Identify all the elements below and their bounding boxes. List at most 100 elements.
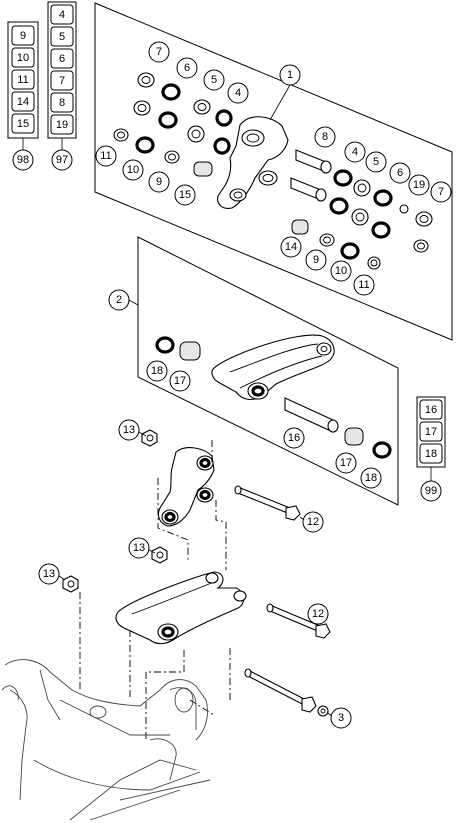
svg-text:12: 12 <box>312 608 324 620</box>
callout-5-right: 5 <box>365 151 387 173</box>
kit-97-item-5: 8 <box>59 97 65 109</box>
svg-text:12: 12 <box>307 516 319 528</box>
callout-15: 15 <box>174 184 196 206</box>
link-rod-part-2 <box>211 334 335 401</box>
svg-text:18: 18 <box>151 365 163 377</box>
bearing-stack-right <box>290 149 433 270</box>
svg-text:2: 2 <box>116 294 122 306</box>
callout-13-upper: 13 <box>118 419 140 441</box>
svg-text:3: 3 <box>338 712 344 724</box>
callout-7-top-left: 7 <box>148 41 170 63</box>
bolt-12-upper <box>234 485 301 521</box>
frame-ghost-outline <box>1 659 211 821</box>
bolt-3 <box>244 668 329 717</box>
kit-box-97: 4 5 6 7 8 19 97 <box>47 1 77 171</box>
upper-pivot-lever <box>157 447 215 527</box>
kit-99-item-3: 18 <box>425 448 437 460</box>
kit-box-98: 9 10 11 14 15 98 <box>7 21 39 171</box>
kit-98-item-4: 14 <box>17 96 29 108</box>
svg-text:5: 5 <box>211 74 217 86</box>
kit-99-item-2: 17 <box>425 426 437 438</box>
link-rod-lower <box>115 571 247 645</box>
svg-text:10: 10 <box>335 265 347 277</box>
kit-97-item-6: 19 <box>56 119 68 131</box>
kit-box-99: 16 17 18 99 <box>416 396 446 502</box>
callout-11-right: 11 <box>353 274 375 296</box>
svg-text:10: 10 <box>127 164 139 176</box>
callout-12-lower: 12 <box>307 603 329 625</box>
kit-99-label: 99 <box>420 480 442 502</box>
svg-text:6: 6 <box>397 167 403 179</box>
svg-text:13: 13 <box>43 568 55 580</box>
callout-5-top-left: 5 <box>203 69 225 91</box>
svg-text:97: 97 <box>56 154 68 166</box>
bearing-stack-left <box>113 72 233 177</box>
svg-text:9: 9 <box>156 176 162 188</box>
svg-text:13: 13 <box>133 542 145 554</box>
callout-4-right: 4 <box>344 141 366 163</box>
callout-13-middle: 13 <box>128 537 150 559</box>
bolt-12-lower <box>266 603 331 639</box>
callout-2: 2 <box>108 289 130 311</box>
svg-text:1: 1 <box>287 69 293 81</box>
lever-part-1 <box>217 116 289 209</box>
svg-text:14: 14 <box>285 241 297 253</box>
svg-text:16: 16 <box>288 432 300 444</box>
callout-18-right: 18 <box>360 467 382 489</box>
callout-17-left: 17 <box>169 370 191 392</box>
nut-13-middle <box>151 546 168 564</box>
callout-8: 8 <box>314 126 336 148</box>
svg-text:98: 98 <box>17 154 29 166</box>
callout-10-right: 10 <box>330 260 352 282</box>
kit-98-item-2: 10 <box>17 52 29 64</box>
assembly-2-frame <box>137 236 399 506</box>
callout-11-left: 11 <box>95 145 117 167</box>
callout-17-right: 17 <box>335 452 357 474</box>
kit-99-item-1: 16 <box>425 404 437 416</box>
kit-98-item-1: 9 <box>20 30 26 42</box>
callout-18-left: 18 <box>146 360 168 382</box>
kit-97-item-2: 5 <box>59 31 65 43</box>
nut-13-lower <box>62 575 79 593</box>
callout-7-right: 7 <box>430 181 452 203</box>
kit-97-label: 97 <box>51 149 73 171</box>
callout-9-left: 9 <box>148 171 170 193</box>
alignment-lines <box>79 440 231 740</box>
svg-text:5: 5 <box>373 156 379 168</box>
callout-19: 19 <box>408 174 430 196</box>
callout-4-top-left: 4 <box>227 82 249 104</box>
svg-text:4: 4 <box>352 146 358 158</box>
svg-text:7: 7 <box>156 46 162 58</box>
assembly-1-frame <box>94 2 453 341</box>
callout-3: 3 <box>330 707 352 729</box>
svg-text:4: 4 <box>235 87 241 99</box>
svg-text:17: 17 <box>340 457 352 469</box>
callout-10-left: 10 <box>122 159 144 181</box>
svg-text:7: 7 <box>438 186 444 198</box>
svg-text:6: 6 <box>184 62 190 74</box>
svg-text:9: 9 <box>313 254 319 266</box>
callout-6-right: 6 <box>389 162 411 184</box>
svg-text:99: 99 <box>425 485 437 497</box>
svg-text:18: 18 <box>365 472 377 484</box>
svg-text:11: 11 <box>358 279 369 291</box>
callout-9-right: 9 <box>305 249 327 271</box>
kit-97-item-4: 7 <box>59 75 65 87</box>
callout-6-top-left: 6 <box>176 57 198 79</box>
svg-text:17: 17 <box>174 375 186 387</box>
svg-text:11: 11 <box>100 150 111 162</box>
bushing-set-assembly-2 <box>155 336 392 459</box>
callout-12-upper: 12 <box>302 511 324 533</box>
callout-14: 14 <box>280 236 302 258</box>
kit-98-item-3: 11 <box>17 74 28 86</box>
kit-97-item-1: 4 <box>59 9 65 21</box>
svg-text:19: 19 <box>413 179 425 191</box>
callout-1: 1 <box>279 64 301 86</box>
svg-text:8: 8 <box>322 131 328 143</box>
kit-98-label: 98 <box>12 149 34 171</box>
callout-16: 16 <box>283 427 305 449</box>
kit-98-item-5: 15 <box>17 118 29 130</box>
nut-13-upper <box>141 429 158 447</box>
callout-13-lower: 13 <box>38 563 60 585</box>
